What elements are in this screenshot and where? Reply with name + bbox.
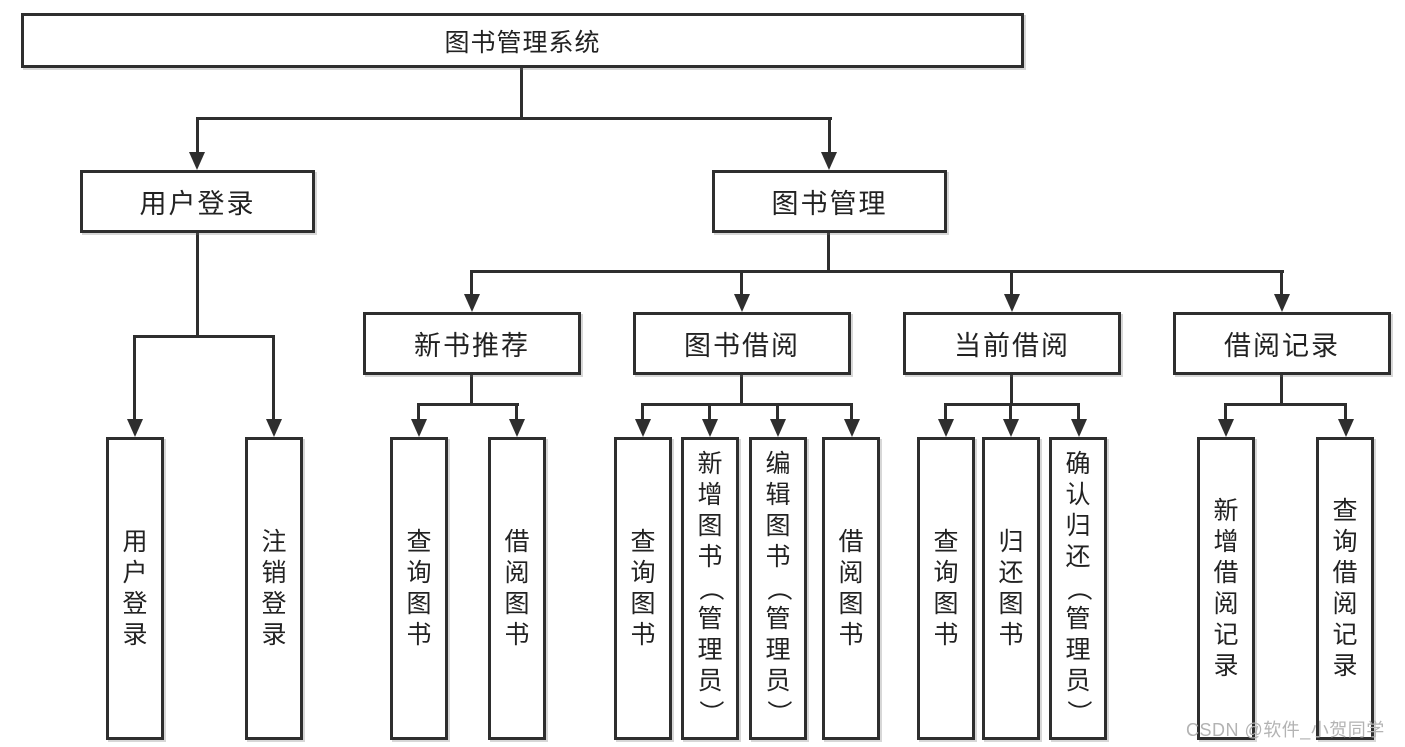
leaf-add-borrow-record: 新增借阅记录 [1197, 437, 1255, 740]
node-current-borrowing: 当前借阅 [903, 312, 1121, 375]
connector-line [133, 335, 136, 421]
node-book-borrowing: 图书借阅 [633, 312, 851, 375]
leaf-edit-book-admin: 编辑图书（管理员） [749, 437, 807, 740]
leaf-borrow-books-recommend: 借阅图书 [488, 437, 546, 740]
connector-line [417, 403, 420, 421]
arrow-down-icon [938, 419, 954, 437]
connector-line [520, 66, 523, 119]
connector-line [1224, 403, 1227, 421]
arrow-down-icon [821, 152, 837, 170]
arrow-down-icon [844, 419, 860, 437]
node-book-management: 图书管理 [712, 170, 947, 233]
connector-line [641, 403, 853, 406]
connector-line [1280, 270, 1283, 296]
arrow-down-icon [464, 294, 480, 312]
connector-line [1010, 373, 1013, 405]
leaf-borrow-books-borrowing: 借阅图书 [822, 437, 880, 740]
arrow-down-icon [1003, 419, 1019, 437]
connector-line [1077, 403, 1080, 421]
connector-line [776, 403, 779, 421]
arrow-down-icon [1004, 294, 1020, 312]
connector-line [850, 403, 853, 421]
leaf-add-book-admin: 新增图书（管理员） [681, 437, 739, 740]
arrow-down-icon [1338, 419, 1354, 437]
leaf-confirm-return-admin: 确认归还（管理员） [1049, 437, 1107, 740]
connector-line [828, 117, 831, 154]
arrow-down-icon [1274, 294, 1290, 312]
connector-line [827, 231, 830, 272]
node-new-book-recommend: 新书推荐 [363, 312, 581, 375]
arrow-down-icon [266, 419, 282, 437]
connector-line [1010, 270, 1013, 296]
arrow-down-icon [770, 419, 786, 437]
arrow-down-icon [411, 419, 427, 437]
connector-line [196, 231, 199, 337]
node-user-login: 用户登录 [80, 170, 315, 233]
arrow-down-icon [635, 419, 651, 437]
leaf-query-books-recommend: 查询图书 [390, 437, 448, 740]
connector-line [740, 270, 743, 296]
connector-line [1344, 403, 1347, 421]
connector-line [740, 373, 743, 405]
connector-line [515, 403, 518, 421]
leaf-logout: 注销登录 [245, 437, 303, 740]
connector-line [1224, 403, 1347, 406]
watermark-text: CSDN @软件_小贺同学 [1186, 720, 1385, 740]
connector-line [196, 117, 832, 120]
connector-line [708, 403, 711, 421]
node-root: 图书管理系统 [21, 13, 1024, 68]
arrow-down-icon [1071, 419, 1087, 437]
connector-line [470, 373, 473, 405]
connector-line [944, 403, 1080, 406]
connector-line [641, 403, 644, 421]
arrow-down-icon [1218, 419, 1234, 437]
connector-line [417, 403, 519, 406]
arrow-down-icon [509, 419, 525, 437]
connector-line [470, 270, 1284, 273]
leaf-query-borrow-record: 查询借阅记录 [1316, 437, 1374, 740]
leaf-return-books: 归还图书 [982, 437, 1040, 740]
arrow-down-icon [734, 294, 750, 312]
connector-line [944, 403, 947, 421]
arrow-down-icon [702, 419, 718, 437]
leaf-query-books-current: 查询图书 [917, 437, 975, 740]
node-borrow-records: 借阅记录 [1173, 312, 1391, 375]
connector-line [1280, 373, 1283, 405]
connector-line [196, 117, 199, 154]
connector-line [470, 270, 473, 296]
leaf-query-books-borrowing: 查询图书 [614, 437, 672, 740]
connector-line [272, 335, 275, 421]
connector-line [1009, 403, 1012, 421]
leaf-user-login: 用户登录 [106, 437, 164, 740]
arrow-down-icon [127, 419, 143, 437]
arrow-down-icon [189, 152, 205, 170]
connector-line [133, 335, 275, 338]
